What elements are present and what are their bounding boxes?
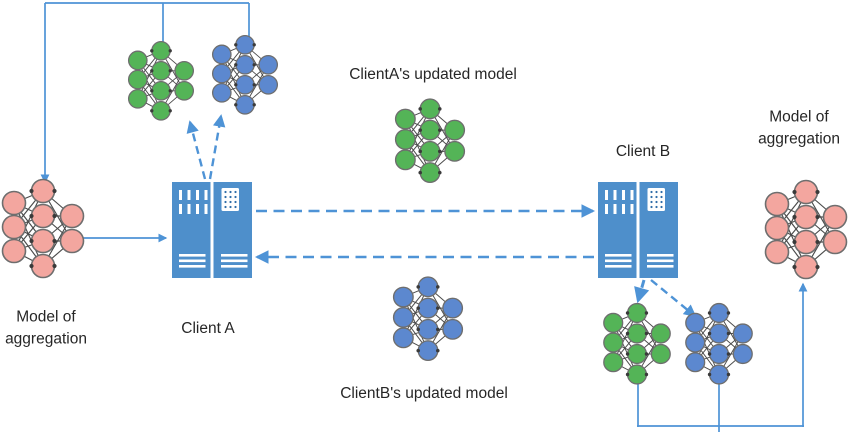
client-a-updated-model-network xyxy=(394,98,466,184)
client-b-server-icon xyxy=(598,182,678,278)
label-clienta-updated-model: ClientA's updated model xyxy=(349,65,517,83)
client-a-blue-model-network xyxy=(211,34,279,115)
client-a-server-icon xyxy=(172,182,252,278)
label-clientb-updated-model: ClientB's updated model xyxy=(340,384,508,402)
dashed-arrow-client-a-to-green-model xyxy=(186,120,207,180)
label-client-b: Client B xyxy=(615,142,671,160)
dashed-arrow-client-b-to-green-model xyxy=(634,279,650,304)
client-b-blue-model-network xyxy=(685,302,753,385)
client-b-green-model-network xyxy=(603,302,671,385)
label-client-a: Client A xyxy=(181,319,235,337)
label-model-of-aggregation-right: Model of aggregation xyxy=(758,108,840,148)
client-a-green-model-network xyxy=(127,40,195,121)
aggregation-model-left-network xyxy=(1,178,85,279)
aggregation-model-right-network xyxy=(764,179,848,280)
dashed-arrow-client-b-to-blue-model xyxy=(650,279,697,318)
label-model-of-aggregation-left: Model of aggregation xyxy=(5,308,87,348)
client-b-updated-model-network xyxy=(392,276,464,362)
dashed-arrow-client-a-to-blue-model xyxy=(208,114,226,180)
connector-layer xyxy=(40,2,808,432)
shape-layer xyxy=(1,34,848,385)
